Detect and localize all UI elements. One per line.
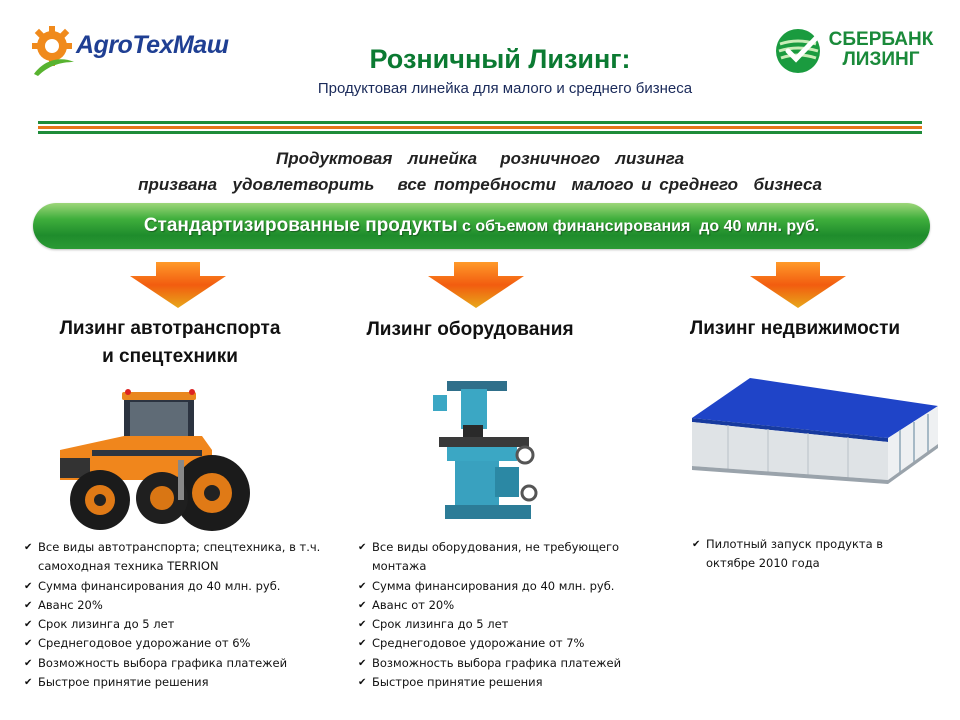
agrotexmash-logo: [32, 26, 74, 76]
list-item: Быстрое принятие решения: [22, 673, 357, 693]
banner-strong-text: Стандартизированные продукты: [143, 215, 458, 236]
list-item: Среднегодовое удорожание от 6%: [22, 634, 357, 654]
banner-text: Стандартизированные продукты с объемом ф…: [33, 215, 930, 237]
intro-line-1: Продуктовая линейка розничного лизинга: [275, 149, 685, 168]
heading-vehicle-leasing: Лизинг автотранспорта и спецтехники: [20, 315, 320, 371]
divider-orange: [38, 126, 922, 129]
down-arrow-icon: [750, 262, 846, 308]
heading-equipment-leasing: Лизинг оборудования: [366, 319, 574, 340]
sberbank-logo-icon: [776, 29, 823, 73]
list-item: Среднегодовое удорожание от 7%: [356, 634, 656, 654]
divider-green: [38, 131, 922, 134]
list-item: Все виды оборудования, не требующего мон…: [356, 538, 656, 577]
list-item: Быстрое принятие решения: [356, 673, 656, 693]
green-banner: [33, 203, 930, 249]
divider-green: [38, 121, 922, 124]
page-subtitle: Продуктовая линейка для малого и среднег…: [317, 80, 693, 97]
list-item: Срок лизинга до 5 лет: [22, 615, 357, 635]
sber-logo-line1: СБЕРБАНК: [828, 29, 934, 50]
milling-machine-image: [433, 381, 538, 519]
sber-logo-line2: ЛИЗИНГ: [842, 49, 920, 70]
list-item: Возможность выбора графика платежей: [22, 654, 357, 674]
down-arrow-icon: [130, 262, 226, 308]
heading-line: Лизинг автотранспорта: [59, 318, 281, 339]
down-arrow-icon: [428, 262, 524, 308]
leaf-icon: [34, 59, 74, 76]
list-item: Все виды автотранспорта; спецтехника, в …: [22, 538, 357, 577]
agrotexmash-logo-text: AgroTexMaш: [76, 31, 229, 59]
heading-realty-leasing: Лизинг недвижимости: [689, 318, 901, 339]
list-item: Сумма финансирования до 40 млн. руб.: [22, 577, 357, 597]
list-item: Аванс от 20%: [356, 596, 656, 616]
vehicle-leasing-list: Все виды автотранспорта; спецтехника, в …: [22, 538, 357, 693]
list-item: Сумма финансирования до 40 млн. руб.: [356, 577, 656, 597]
banner-rest-text: с объемом финансирования до 40 млн. руб.: [457, 218, 820, 235]
realty-leasing-list: Пилотный запуск продукта в октябре 2010 …: [690, 535, 920, 574]
list-item: Срок лизинга до 5 лет: [356, 615, 656, 635]
tractor-image: [60, 389, 250, 531]
heading-line: и спецтехники: [102, 346, 238, 367]
page-title: Розничный Лизинг:: [369, 44, 631, 74]
warehouse-hangar-image: [692, 378, 938, 484]
intro-line-2: призвана удовлетворить все потребности м…: [138, 175, 822, 194]
equipment-leasing-list: Все виды оборудования, не требующего мон…: [356, 538, 656, 693]
list-item: Возможность выбора графика платежей: [356, 654, 656, 674]
sberbank-leasing-logo-text: СБЕРБАНК ЛИЗИНГ: [826, 30, 936, 70]
list-item: Аванс 20%: [22, 596, 357, 616]
list-item: Пилотный запуск продукта в октябре 2010 …: [690, 535, 920, 574]
